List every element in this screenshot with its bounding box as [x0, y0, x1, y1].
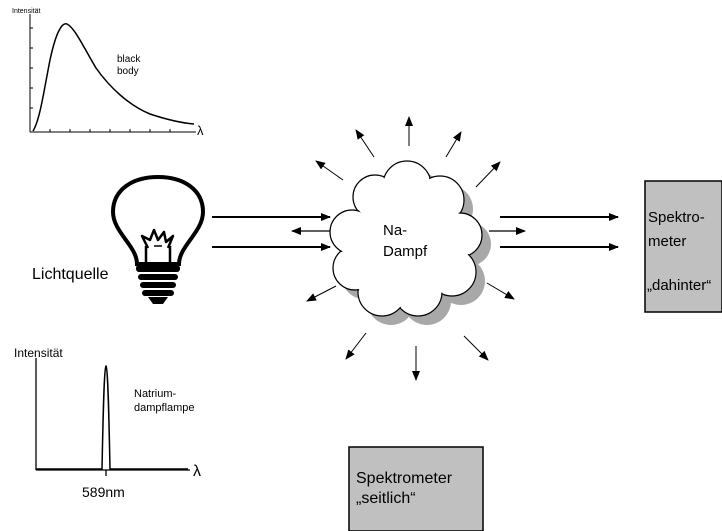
transmitted-light-arrows: [500, 213, 619, 251]
vapor-label: Na-: [383, 222, 407, 239]
light-source-label: Lichtquelle: [32, 266, 109, 283]
blackbody-curve-label: black: [117, 54, 141, 65]
spectrometer-behind-label: Spektro-: [648, 209, 705, 226]
spectrometer-side-label-2: „seitlich“: [356, 490, 416, 507]
spectrometer-side-box: Spektrometer „seitlich“: [348, 446, 484, 531]
scatter-arrow-down-left: [345, 332, 367, 360]
spectrometer-behind-label-2: meter: [648, 233, 686, 250]
sodium-curve-label-2: dampflampe: [134, 402, 195, 414]
blackbody-x-label: λ: [197, 123, 204, 138]
spectrometer-behind-label-3: „dahinter“: [647, 277, 711, 294]
scatter-arrow-down-right: [463, 335, 489, 361]
sodium-peak-label: 589nm: [82, 484, 125, 500]
incoming-light-arrows: [212, 213, 331, 251]
scatter-arrow-up-left: [355, 129, 375, 158]
sodium-x-label: λ: [193, 463, 201, 480]
lightbulb-icon: [110, 174, 206, 304]
sodium-y-label: Intensität: [14, 346, 63, 360]
scattered-arrows: [306, 116, 515, 381]
spectrometer-behind-box: Spektro- meter „dahinter“: [644, 180, 722, 313]
scatter-arrow-right-up: [475, 161, 501, 188]
sodium-vapor-cloud: [329, 160, 491, 325]
vapor-label-2: Dampf: [383, 243, 428, 260]
blackbody-curve-label-2: body: [117, 66, 139, 77]
blackbody-y-label: Intensität: [12, 8, 40, 15]
sodium-plot: Intensität λ Natrium- dampflampe 589nm: [14, 346, 201, 500]
spectrometer-side-label: Spektrometer: [356, 470, 453, 487]
scatter-arrow-left-down: [306, 285, 337, 302]
sodium-curve-label: Natrium-: [134, 388, 177, 400]
blackbody-ticks: [30, 27, 171, 132]
blackbody-curve: [32, 23, 195, 132]
scatter-arrow-right-down: [486, 282, 515, 300]
blackbody-plot: Intensität λ black body: [12, 8, 204, 138]
scatter-arrow-left-up: [315, 160, 344, 181]
sodium-emission-line: [36, 364, 188, 470]
scatter-arrow-up-right: [445, 131, 462, 158]
